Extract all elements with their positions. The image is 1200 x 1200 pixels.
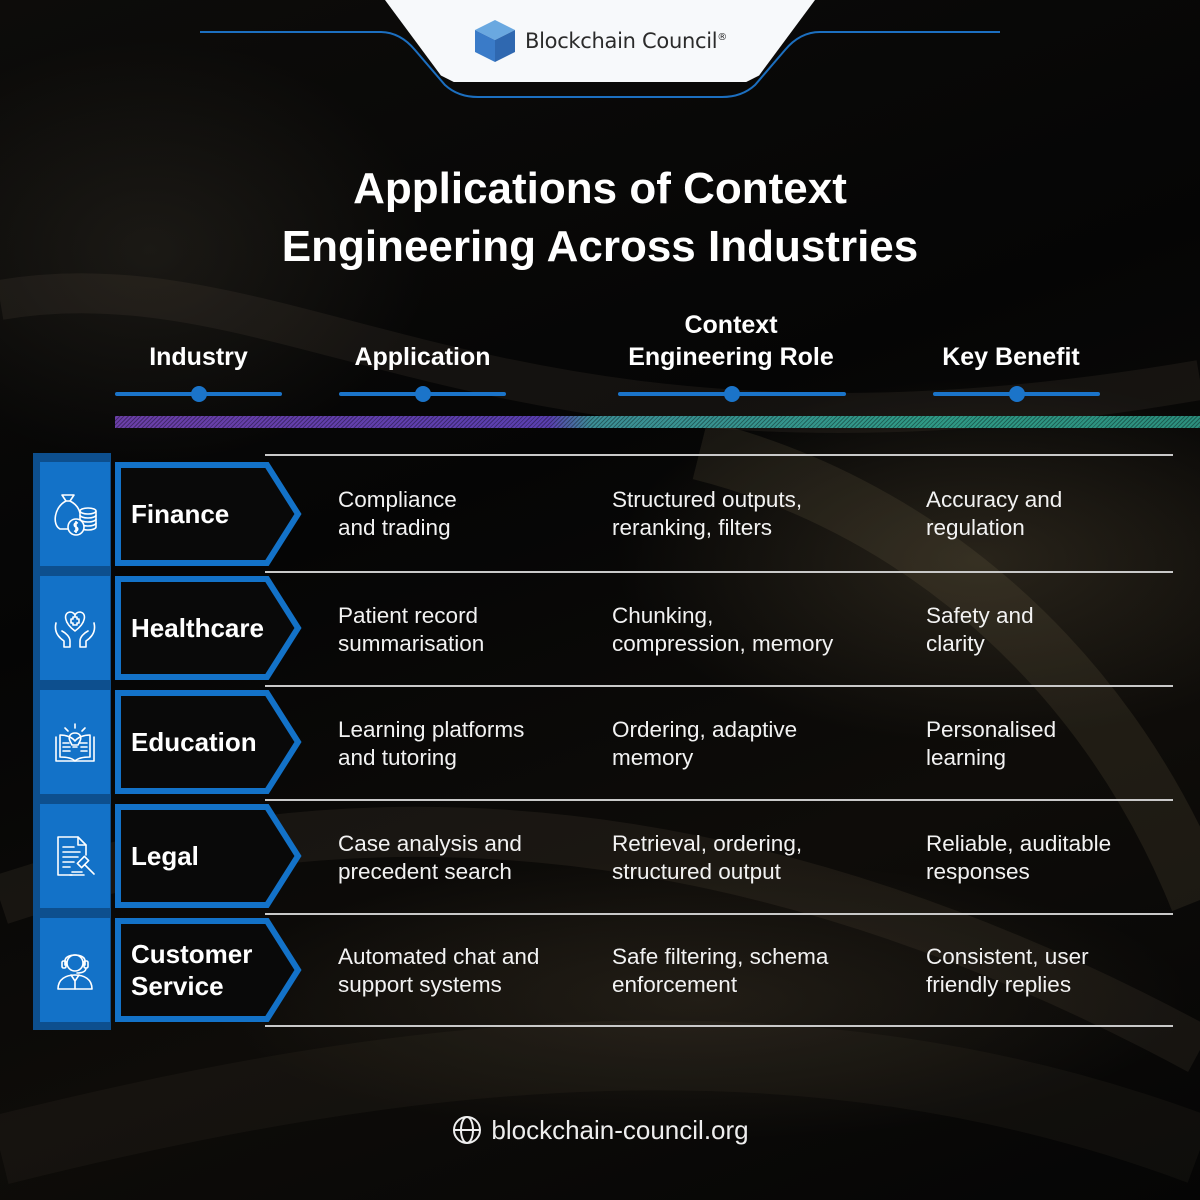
brand-name: Blockchain Council® <box>525 29 727 53</box>
column-header-key-benefit: Key Benefit <box>942 343 1080 371</box>
column-header-application: Application <box>354 343 491 371</box>
industry-icon-cell <box>40 690 110 794</box>
industry-icon-cell <box>40 462 110 566</box>
industry-icon-cell <box>40 576 110 680</box>
industry-icon-cell <box>40 918 110 1022</box>
role-cell: Structured outputs,reranking, filters <box>612 487 803 540</box>
gradient-divider-bar <box>115 416 1200 428</box>
page-title: Applications of Context Engineering Acro… <box>281 164 919 271</box>
book-lightbulb-icon <box>55 723 95 762</box>
column-marker-context-engineering-role <box>618 386 846 402</box>
support-agent-headset-icon <box>57 954 93 990</box>
document-gavel-icon <box>57 836 95 876</box>
brand-logo: Blockchain Council® <box>385 0 815 82</box>
money-bag-coins-icon <box>54 494 97 536</box>
logo-cube-icon <box>475 20 515 62</box>
industry-label-finance: Finance <box>115 462 302 566</box>
column-header-industry: Industry <box>149 343 248 371</box>
column-header-context-engineering-role: Context Engineering Role <box>628 311 834 371</box>
role-cell: Retrieval, ordering,structured output <box>612 831 803 884</box>
column-marker-key-benefit <box>933 386 1100 402</box>
row-divider <box>265 799 1173 801</box>
website-url[interactable]: blockchain-council.org <box>491 1114 749 1145</box>
row-divider <box>265 571 1173 573</box>
globe-icon <box>453 1116 482 1144</box>
industry-label-legal: Legal <box>115 804 302 908</box>
industry-icon-cell <box>40 804 110 908</box>
footer-website[interactable]: blockchain-council.org <box>0 1114 1200 1146</box>
row-divider <box>265 685 1173 687</box>
row-divider <box>265 913 1173 915</box>
role-cell: Chunking,compression, memory <box>612 603 834 656</box>
column-marker-industry <box>115 386 282 402</box>
row-divider <box>265 454 1173 456</box>
industry-label-education: Education <box>115 690 302 794</box>
industry-label-healthcare: Healthcare <box>115 576 302 680</box>
row-divider <box>265 1025 1173 1027</box>
heart-in-hands-icon <box>54 611 96 648</box>
column-marker-application <box>339 386 506 402</box>
